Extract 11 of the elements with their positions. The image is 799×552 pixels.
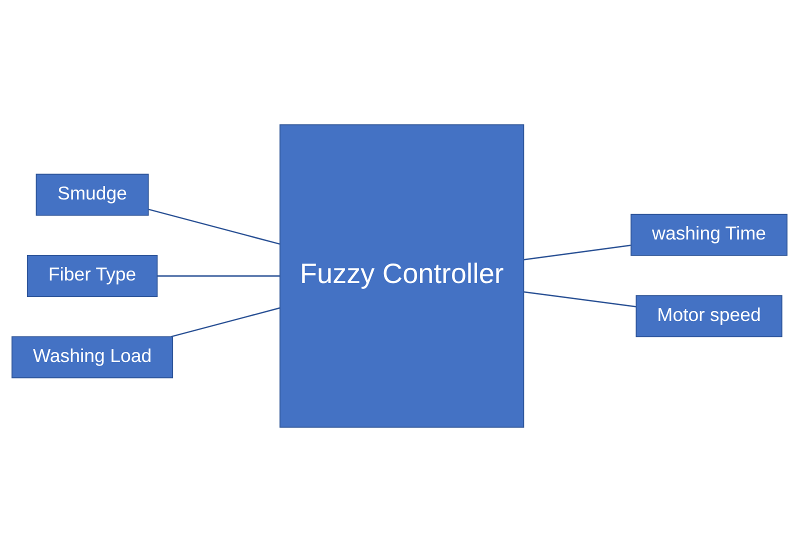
node-box: Smudge xyxy=(36,174,149,216)
node-box: Motor speed xyxy=(636,295,782,338)
connector xyxy=(171,307,280,338)
node-box: Fuzzy Controller xyxy=(280,124,524,428)
connector xyxy=(157,275,280,277)
node-box: Washing Load xyxy=(12,336,174,378)
connector xyxy=(524,291,636,308)
connector xyxy=(148,208,280,245)
node-box: Fiber Type xyxy=(26,255,158,297)
node-box: washing Time xyxy=(630,214,788,256)
connector xyxy=(524,244,631,260)
